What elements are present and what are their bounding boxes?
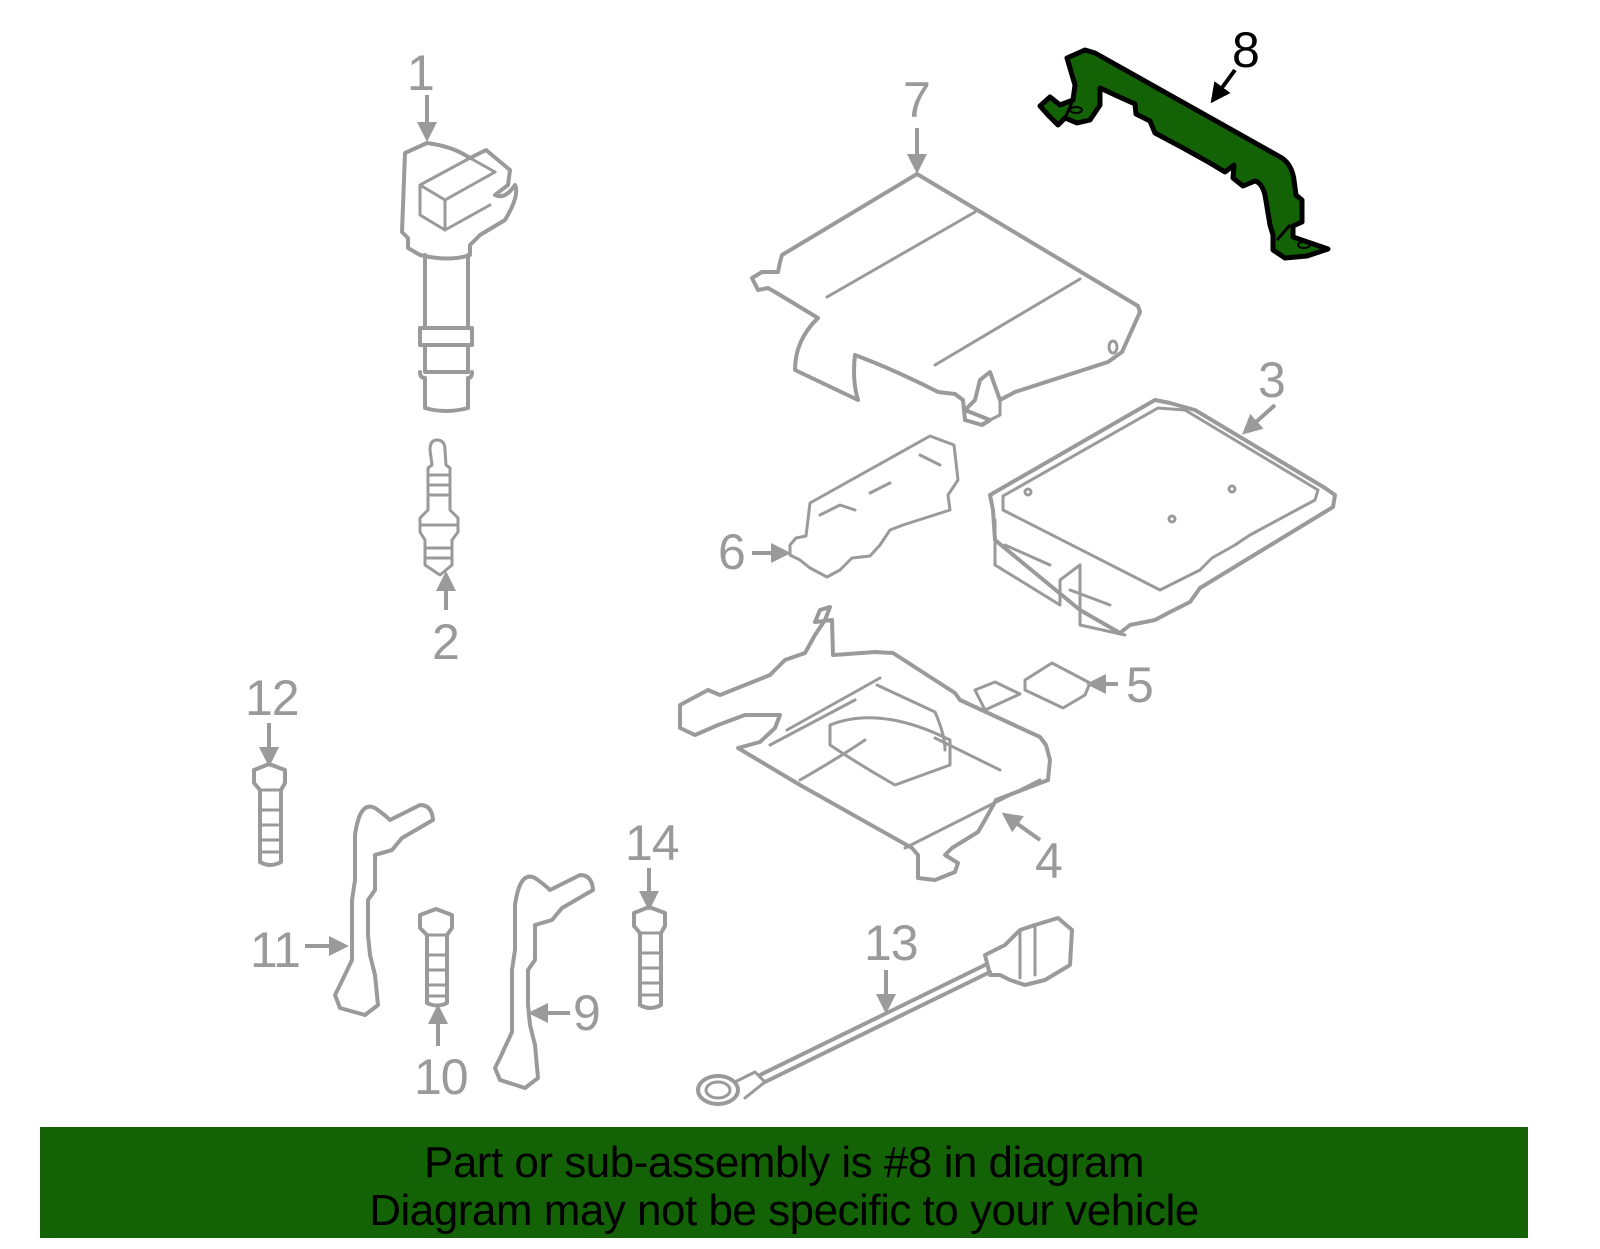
callout-label-6: 6 [718,524,746,580]
banner-line-part-info: Part or sub-assembly is #8 in diagram [423,1138,1145,1187]
callout-label-10: 10 [414,1049,469,1105]
knock-sensor-part-13[interactable] [696,916,1074,1106]
banner-line-disclaimer: Diagram may not be specific to your vehi… [369,1186,1199,1235]
callout-label-14: 14 [625,815,680,871]
callout-label-8: 8 [1232,22,1260,78]
callout-label-1: 1 [407,45,435,101]
callout-label-11: 11 [250,922,301,978]
callout-label-12: 12 [245,670,300,726]
bracket-part-8-highlighted[interactable] [1037,47,1331,261]
cover-part-7[interactable] [750,128,1142,427]
bolt-part-10[interactable] [418,907,454,1046]
relay-module-part-6[interactable] [752,434,960,579]
callout-label-5: 5 [1126,657,1154,713]
callout-label-7: 7 [903,72,931,128]
callout-label-13: 13 [864,915,919,971]
bolt-part-14[interactable] [632,868,667,1010]
info-banner: Part or sub-assembly is #8 in diagram Di… [40,1127,1528,1238]
sensor-part-9[interactable] [493,873,595,1090]
bolt-part-12[interactable] [252,723,287,867]
mounting-tray-part-4[interactable] [678,605,1052,882]
control-module-part-3[interactable] [988,398,1337,637]
callout-label-3: 3 [1258,352,1286,408]
callout-label-4: 4 [1035,833,1063,889]
pad-part-5[interactable] [1023,661,1118,710]
ignition-coil-part-1[interactable] [400,95,519,413]
callout-label-9: 9 [573,985,601,1041]
callout-label-2: 2 [432,614,460,670]
sensor-part-11[interactable] [305,803,435,1017]
spark-plug-part-2[interactable] [418,438,460,610]
